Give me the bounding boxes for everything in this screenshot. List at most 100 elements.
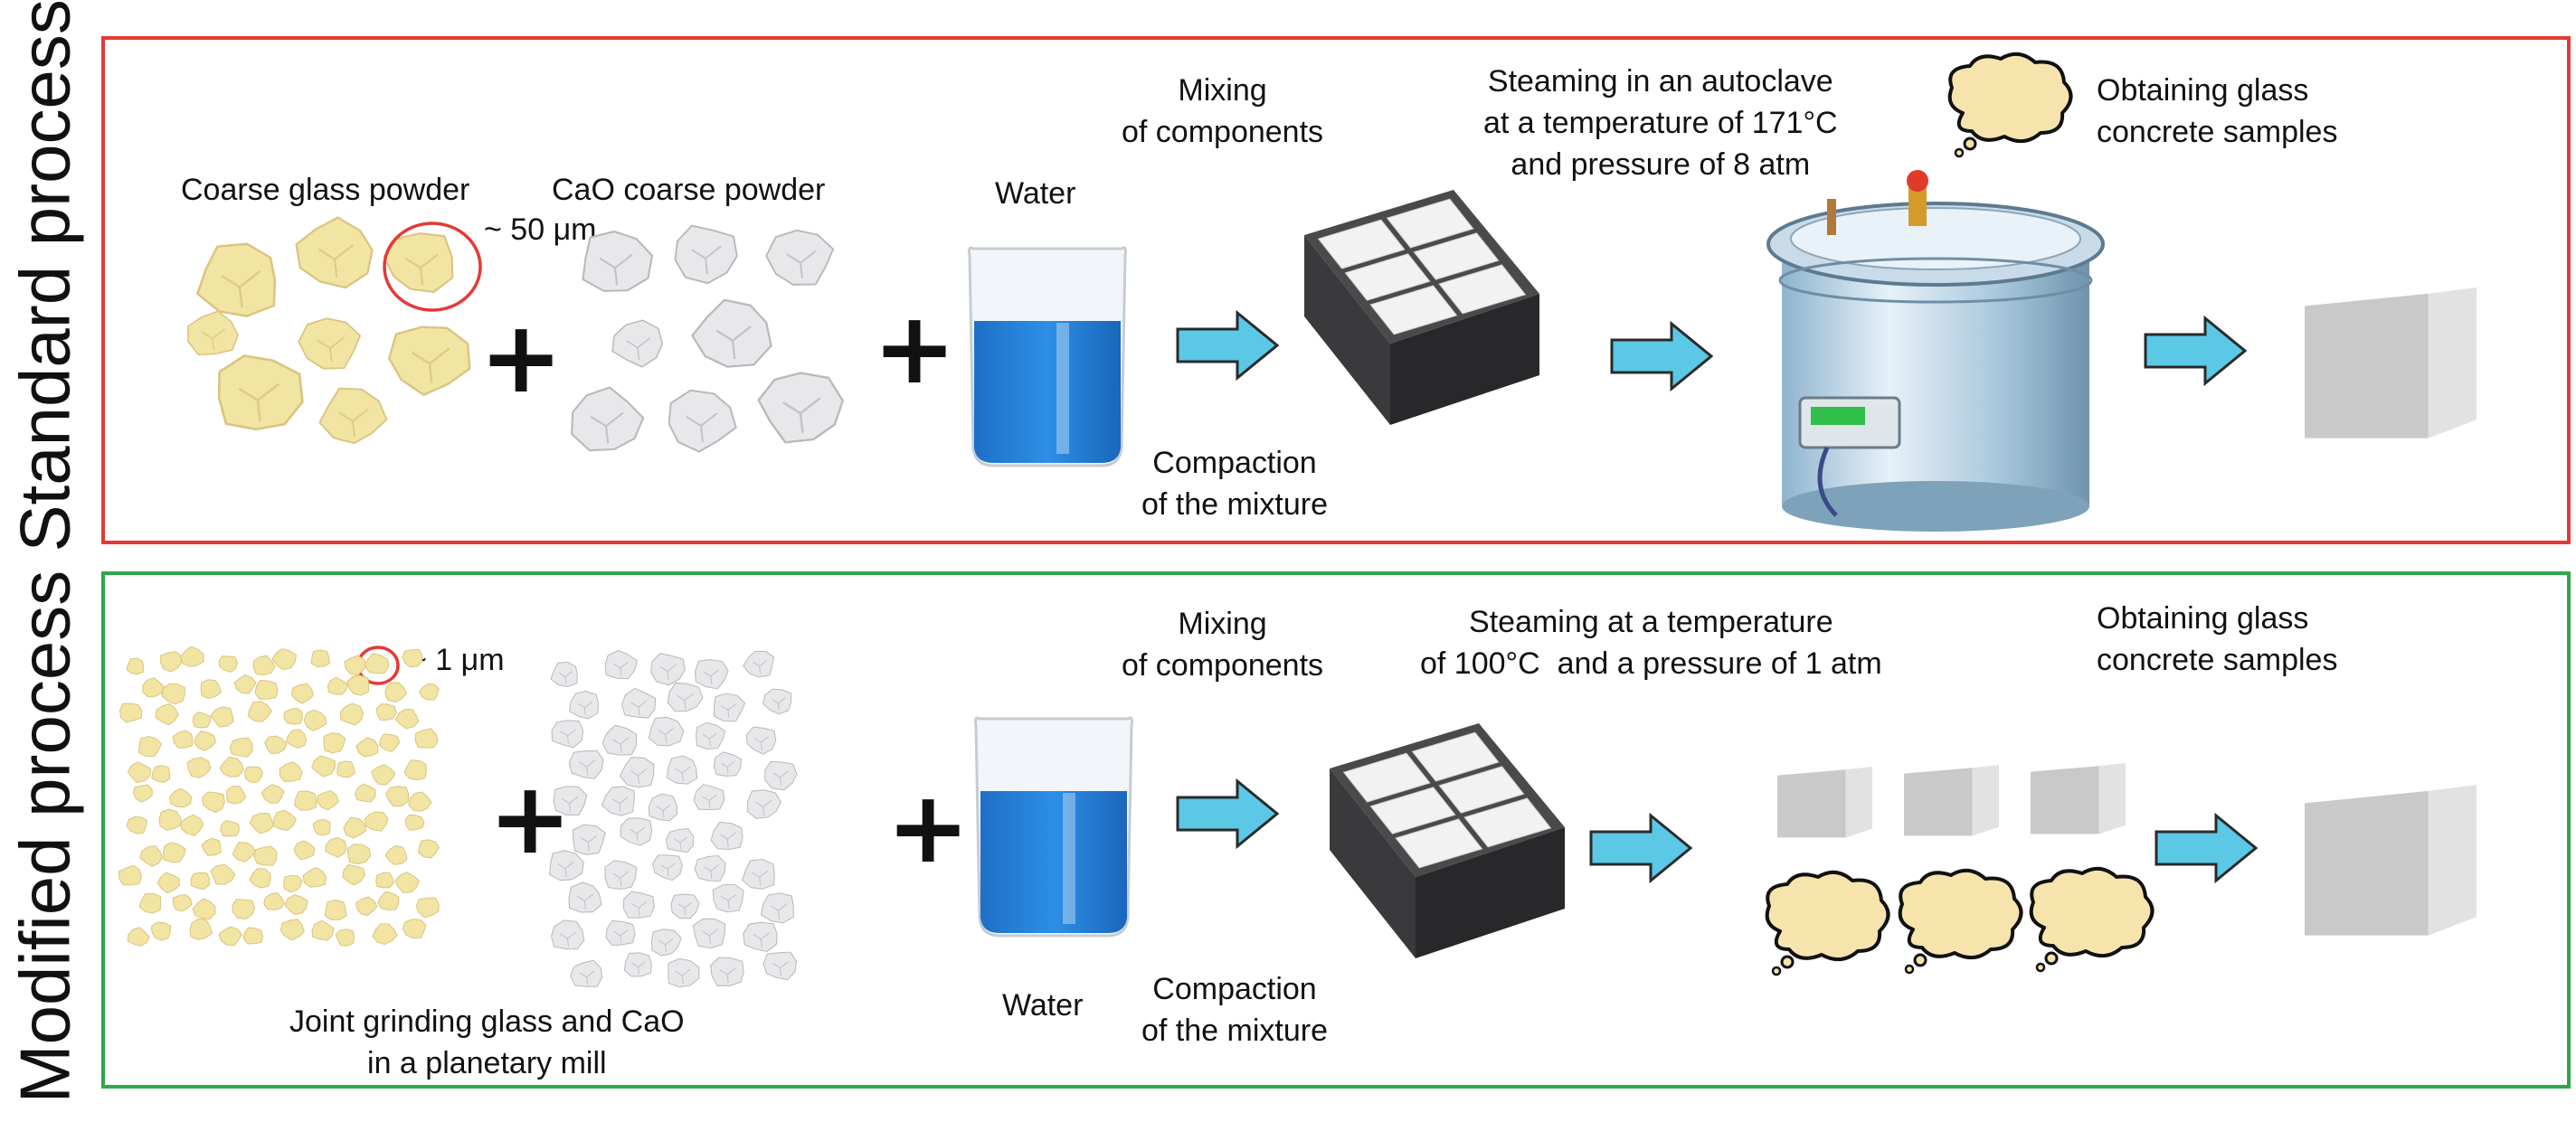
- cao-particle-icon: [620, 757, 655, 788]
- cao-particle-icon: [550, 661, 578, 687]
- glass-particle-icon: [364, 653, 390, 674]
- glass-particle-icon: [312, 818, 331, 836]
- cao-particle-icon: [764, 760, 798, 791]
- cao-particle-icon: [572, 824, 606, 855]
- concrete-sample-icon: [2305, 288, 2477, 438]
- glass-particle-icon: [118, 702, 143, 723]
- cao-particle-icon: [620, 817, 653, 846]
- cao-particle-icon: [568, 750, 604, 779]
- arrow-right-icon: [1176, 309, 1280, 382]
- obtaining-label-modified: Obtaining glass concrete samples: [2097, 601, 2338, 677]
- concrete-sample-icon: [2305, 785, 2477, 936]
- glass-particle-icon: [126, 657, 145, 675]
- cao-particle-icon: [745, 726, 777, 755]
- glass-particle-icon: [298, 317, 362, 370]
- cao-particle-icon: [551, 919, 585, 950]
- cao-particle-icon: [674, 224, 738, 285]
- glass-particle-icon: [232, 842, 256, 863]
- cao-particle-icon: [709, 957, 744, 986]
- glass-particle-icon: [253, 845, 278, 866]
- glass-particle-icon: [272, 809, 297, 831]
- glass-particle-icon: [402, 649, 423, 668]
- arrow-right-icon: [1610, 320, 1714, 392]
- steam-cloud-icon: [1765, 870, 1890, 976]
- glass-particle-icon: [324, 899, 347, 921]
- small-sample-icon: [2031, 763, 2126, 834]
- cao-particle-icon: [601, 786, 635, 816]
- glass-particle-icon: [343, 816, 367, 839]
- glass-particle-icon: [127, 761, 152, 783]
- cao-particle-icon: [696, 721, 726, 750]
- water-label-standard: Water: [995, 176, 1076, 211]
- glass-particle-icon: [217, 354, 304, 431]
- glass-particle-icon: [218, 926, 242, 947]
- glass-particle-icon: [179, 646, 204, 667]
- cao-particle-icon: [650, 653, 686, 686]
- glass-particle-icon: [138, 892, 162, 914]
- cao-particle-icon: [691, 298, 772, 368]
- glass-particle-icon: [252, 655, 276, 675]
- glass-particle-icon: [371, 764, 396, 786]
- arrow-right-icon: [2144, 315, 2248, 387]
- glass-particle-icon: [279, 761, 303, 783]
- glass-particle-icon: [219, 756, 244, 778]
- glass-particle-icon: [218, 655, 238, 674]
- cao-particle-icon: [742, 859, 775, 890]
- cao-coarse-particles: [571, 224, 844, 453]
- glass-particle-icon: [192, 712, 212, 729]
- glass-particle-icon: [189, 918, 213, 940]
- cao-particle-icon: [650, 929, 682, 957]
- glass-particle-icon: [303, 709, 327, 731]
- cao-particle-icon: [762, 688, 792, 715]
- autoclave-icon: [1766, 170, 2105, 532]
- cao-particle-icon: [568, 882, 602, 913]
- cao-particle-icon: [549, 850, 584, 882]
- glass-particle-icon: [387, 325, 471, 396]
- glass-particle-icon: [402, 919, 427, 938]
- glass-particle-icon: [325, 836, 347, 858]
- cao-particle-icon: [648, 793, 678, 822]
- glass-particle-icon: [415, 897, 440, 919]
- glass-particle-icon: [196, 242, 277, 317]
- glass-particle-icon: [127, 927, 150, 947]
- mold-icon: [1304, 190, 1539, 425]
- modified-process-panel: [101, 571, 2571, 1089]
- glass-particle-icon: [249, 868, 271, 889]
- glass-particle-icon: [172, 730, 194, 749]
- cao-particle-icon: [652, 854, 683, 882]
- steaming-label-modified: Steaming at a temperature of 100°C and a…: [1420, 605, 1882, 681]
- cao-particle-icon: [710, 821, 743, 851]
- cao-particle-icon: [746, 789, 781, 819]
- glass-particle-icon: [394, 709, 420, 730]
- glass-particle-icon: [229, 737, 253, 758]
- glass-particle-icon: [311, 919, 335, 941]
- glass-particle-icon: [414, 728, 439, 749]
- glass-particle-icon: [161, 683, 185, 705]
- cao-particle-icon: [712, 883, 744, 913]
- steam-cloud-icon: [1898, 868, 2023, 975]
- glass-particle-icon: [210, 863, 236, 885]
- glass-particle-icon: [194, 731, 216, 751]
- cao-particle-icon: [668, 957, 700, 988]
- cao-particle-icon: [605, 919, 636, 947]
- cao-particle-icon: [667, 682, 704, 712]
- glass-particle-icon: [311, 755, 336, 778]
- cao-particle-icon: [760, 892, 794, 924]
- glass-particle-icon: [310, 649, 330, 667]
- arrow-right-icon: [2155, 812, 2259, 884]
- standard-process-label: Standard process: [5, 0, 85, 552]
- compaction-label-modified: Compaction of the mixture: [1141, 972, 1328, 1048]
- mixing-label-modified: Mixing of components: [1122, 607, 1324, 683]
- glass-particle-icon: [419, 684, 440, 701]
- cao-particle-icon: [695, 659, 729, 690]
- glass-particle-icon: [180, 814, 204, 836]
- glass-particle-icon: [379, 733, 401, 752]
- glass-particle-icon: [318, 387, 388, 445]
- glass-particle-icon: [346, 674, 370, 696]
- glass-particle-icon: [232, 899, 256, 919]
- glass-particle-icon: [375, 872, 394, 889]
- steam-cloud-icon: [1947, 52, 2073, 158]
- glass-particle-icon: [302, 866, 327, 888]
- arrow-right-icon: [1176, 778, 1280, 850]
- glass-particle-icon: [200, 679, 222, 699]
